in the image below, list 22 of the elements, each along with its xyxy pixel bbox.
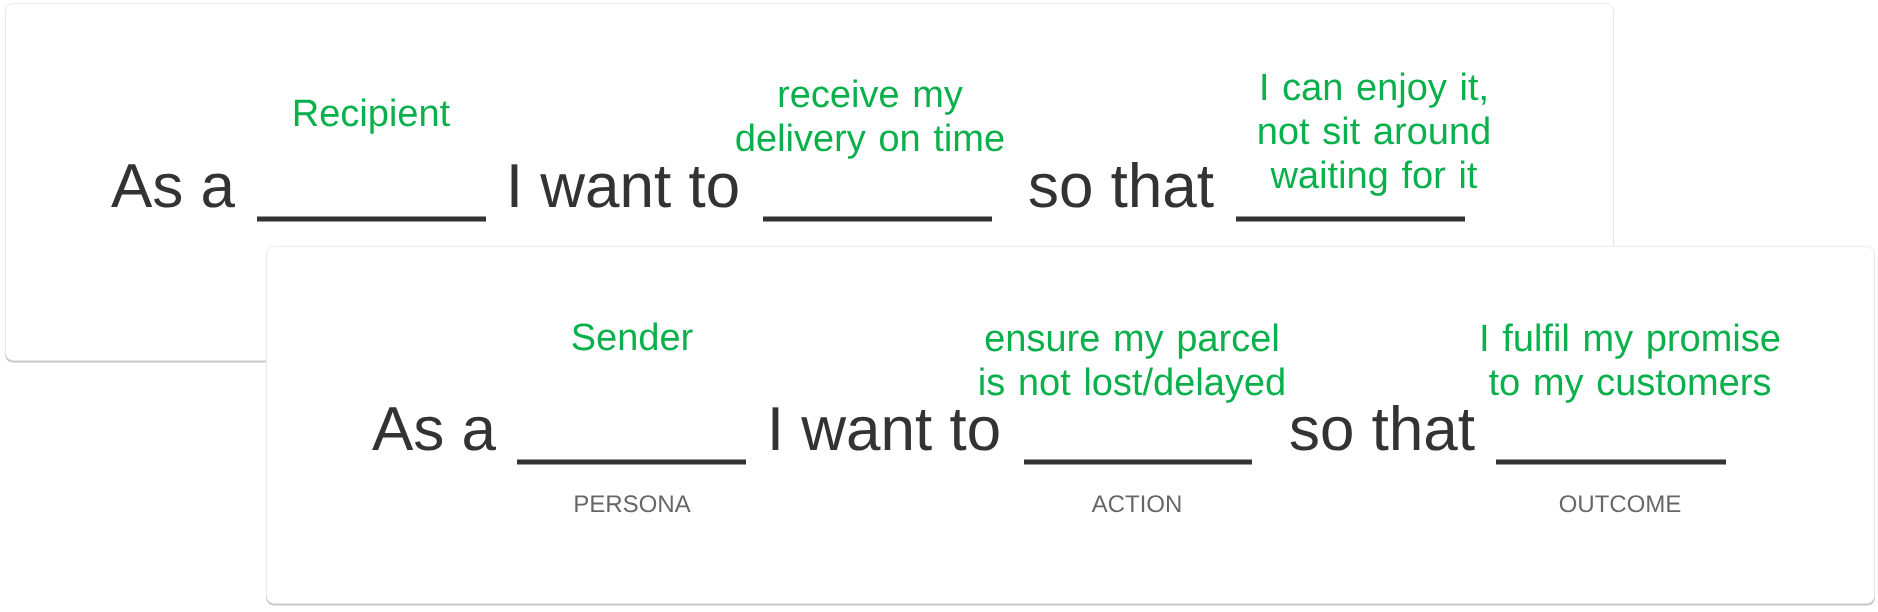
field-label: PERSONA [575, 495, 691, 513]
fill-in-line [257, 216, 486, 222]
prompt-text: As a [111, 164, 235, 208]
answer-text: I can enjoy it, not sit around waiting for it [1259, 72, 1489, 196]
fill-in-line [517, 459, 746, 465]
answer-text: I fulfil my promise to my customers [1482, 323, 1780, 403]
fill-in-line [1024, 459, 1252, 465]
prompt-text: so that [1290, 405, 1475, 451]
answer-text: receive my delivery on time [736, 79, 1004, 159]
card [266, 246, 1875, 606]
field-label: OUTCOME [1559, 495, 1681, 513]
fill-in-line [763, 216, 992, 222]
fill-in-line [1236, 216, 1465, 222]
answer-text: Recipient [294, 98, 450, 134]
prompt-text: so that [1029, 162, 1214, 208]
field-label: ACTION [1091, 495, 1181, 513]
prompt-text: I want to [772, 407, 999, 451]
answer-text: Sender [572, 322, 693, 351]
prompt-text: I want to [511, 164, 738, 208]
fill-in-line [1496, 459, 1726, 465]
prompt-text: As a [372, 407, 496, 451]
answer-text: ensure my parcel is not lost/delayed [980, 323, 1284, 403]
